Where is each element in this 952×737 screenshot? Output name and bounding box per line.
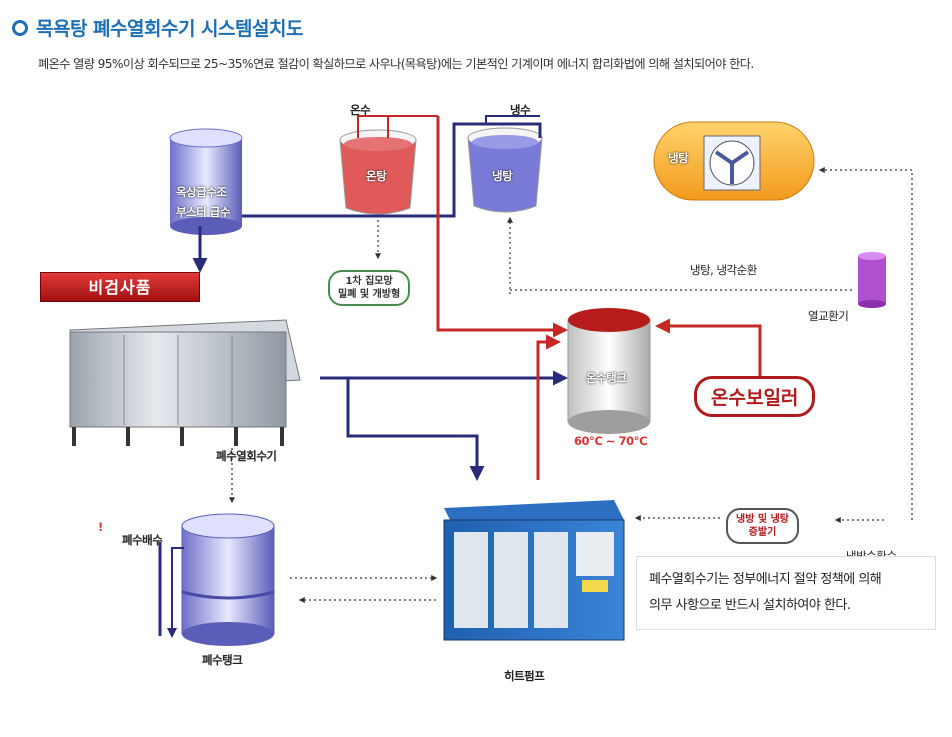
hot-water-tank (567, 308, 651, 434)
page-subtitle: 폐온수 열량 95%이상 회수되므로 25~35%연료 절감이 확실하므로 사우… (38, 57, 754, 71)
evaporator-line-1: 냉방 및 냉탕 (736, 514, 789, 525)
heat-exchanger (858, 252, 886, 308)
note-line-1: 폐수열회수기는 정부에너지 절약 정책에 의해 (649, 572, 882, 587)
waste-water-tank (181, 513, 275, 646)
roof-tank-label: 옥상급수조 (176, 185, 227, 199)
page-title: 목욕탕 폐수열회수기 시스템설치도 (36, 18, 303, 40)
waste-heat-recovery-unit (69, 319, 301, 446)
heat-pump-unit (443, 500, 625, 641)
non-inspection-badge: 비검사품 (40, 272, 200, 302)
note-box: 폐수열회수기는 정부에너지 절약 정책에 의해 의무 사항으로 반드시 설치하여… (636, 556, 936, 630)
filter-line-2: 밀폐 및 개방형 (338, 289, 401, 300)
circulation-lines (229, 167, 913, 603)
primary-filter-label: 1차 집모망 밀폐 및 개방형 (328, 270, 411, 306)
cooling-circulation-label: 냉탕, 냉각순환 (690, 263, 757, 277)
evaporator-label: 냉방 및 냉탕 증발기 (726, 508, 799, 544)
hot-tub-label: 온탕 (366, 169, 387, 183)
heat-pump-label: 히트펌프 (504, 669, 545, 683)
cooler-label: 냉탕 (668, 151, 689, 165)
filter-line-1: 1차 집모망 (345, 276, 393, 287)
hot-water-pipes (357, 115, 762, 480)
cooler-unit (653, 121, 815, 201)
hot-water-label: 온수 (350, 103, 371, 117)
hot-tub (339, 129, 417, 215)
supply-pipes (158, 115, 568, 636)
cold-tub-label: 냉탕 (492, 169, 513, 183)
evaporator-line-2: 증발기 (748, 527, 777, 538)
warning-mark: ! (98, 520, 103, 534)
temperature-label: 60℃ ~ 70℃ (574, 434, 648, 448)
waste-tank-label: 폐수탱크 (202, 653, 243, 667)
drain-pipe (167, 547, 184, 638)
heat-exchanger-label: 열교환기 (808, 309, 849, 323)
circle-icon (12, 19, 28, 36)
diagram-graphics (69, 115, 913, 646)
drain-label: 폐수배수 (122, 533, 163, 547)
note-line-2: 의무 사항으로 반드시 설치하여야 한다. (649, 598, 851, 613)
cold-tub (467, 127, 543, 213)
hot-tank-label: 온수탱크 (586, 371, 627, 385)
roof-water-tank (169, 128, 243, 235)
booster-label: 부스터 급수 (176, 205, 230, 219)
system-diagram: 옥상급수조 부스터 급수 온수 온탕 냉수 냉탕 냉탕 냉탕, 냉각순환 열교환… (0, 80, 952, 737)
recovery-unit-label: 폐수열회수기 (216, 449, 277, 463)
cold-water-label: 냉수 (510, 103, 531, 117)
header: 목욕탕 폐수열회수기 시스템설치도 폐온수 열량 95%이상 회수되므로 25~… (12, 14, 942, 74)
hot-water-boiler-label: 온수보일러 (694, 376, 816, 417)
